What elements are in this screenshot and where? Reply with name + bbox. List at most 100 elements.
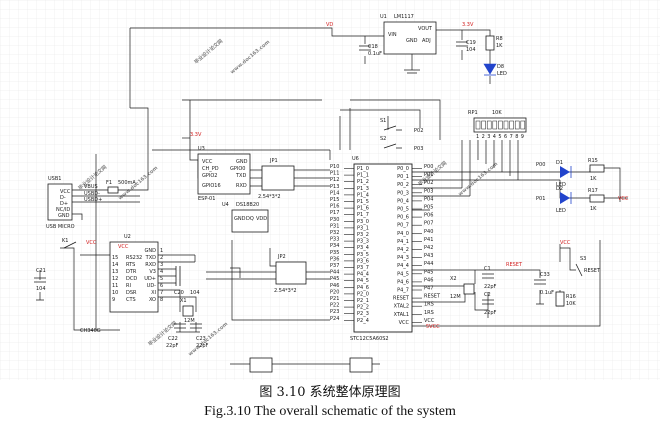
ch340-pin-label: RTS (126, 262, 135, 268)
mcu-pin-label: P0_7 (397, 223, 409, 229)
k1-vcc-label: VCC (86, 240, 97, 246)
s1-net: P02 (414, 128, 423, 134)
mcu-pin-label: P1_4 (357, 192, 369, 198)
mcu-pin-label: P4_1 (397, 239, 409, 245)
mcu-pin-net: P44 (330, 270, 339, 276)
usb-pin-dplus: D+ (60, 201, 68, 207)
rp1-pin-number: 1 (476, 134, 479, 140)
mcu-pin-label: P4_6 (357, 285, 369, 291)
s3-ref: S3 (580, 256, 586, 262)
mcu-ref: U6 (352, 156, 359, 162)
x1-value: 12M (184, 318, 195, 324)
c20-ref: C20 (174, 290, 184, 296)
mcu-pin-label: RESET (393, 296, 410, 302)
ch340-pin-number: 6 (160, 283, 163, 289)
mcu-pin-label: P2_1 (357, 298, 369, 304)
mcu-pin-net: P07 (424, 221, 433, 227)
r16-value: 10K (566, 301, 576, 307)
mcu-pin-net: P03 (424, 188, 433, 194)
ch340-name: CH340G (80, 328, 101, 334)
wifi-pin-chpd: CH_PD (202, 166, 219, 172)
ch340-pin-number: 8 (160, 297, 163, 303)
c1-ref: C1 (484, 266, 491, 272)
wifi-pin-rxd: RXD (236, 183, 247, 189)
ch340-pin-number: 4 (160, 269, 163, 275)
ds18b20-name: DS18B20 (236, 202, 259, 208)
ds18b20-pin-dq: DQ (246, 216, 254, 222)
usb-net-vbus: VBUS (84, 184, 98, 190)
r15-value: 1K (590, 176, 597, 182)
mcu-pin-net: P43 (424, 253, 433, 259)
regulator-name: LM1117 (394, 14, 414, 20)
mcu-pin-net: P44 (424, 261, 433, 267)
c2-ref: C2 (484, 292, 491, 298)
rp1-cell (475, 120, 481, 130)
capacitor-c21: C21 104 (34, 268, 46, 292)
system-schematic: U1 LM1117 VIN VOUT GND ADJ VD 3.3V C18 0… (0, 0, 660, 380)
mcu-pin-net: 1RS (424, 310, 434, 316)
d1-net: P00 (536, 162, 545, 168)
mcu-pin-label: P0_1 (397, 174, 409, 180)
mcu-pin-net: P14 (330, 190, 339, 196)
c22-ref: C22 (168, 336, 178, 342)
ds18b20-pin-vdd: VDD (256, 216, 267, 222)
ref-b-net: 5VCC (426, 324, 440, 330)
mcu-pin-net: P05 (424, 205, 433, 211)
mcu-pin-label: P2_4 (357, 318, 369, 324)
mcu-pin-label: P3_3 (357, 239, 369, 245)
x1-ref: X1 (180, 298, 187, 304)
rp1-value: 10K (492, 110, 502, 116)
regulator-ref: U1 (380, 14, 387, 20)
ch340-pin-label: DCD (126, 276, 137, 282)
ch340-pin-number: 3 (160, 262, 163, 268)
mcu-pin-label: P0_3 (397, 190, 409, 196)
r8-ref: R8 (496, 36, 503, 42)
wifi-pin-gnd: GND (236, 159, 248, 165)
rp1-pin-number: 6 (504, 134, 507, 140)
r17-ref: R17 (588, 188, 598, 194)
mcu-pin-net: P36 (330, 256, 339, 262)
mcu-pin-label: P4_5 (397, 271, 409, 277)
mcu-pin-label: P1_7 (357, 212, 369, 218)
ch340-pin-label: XO (149, 297, 156, 303)
led-d1: D1 LED P00 (536, 160, 572, 188)
usb-net-dminus: USBD- (84, 191, 100, 197)
header-jp2: JP2 2.54*3*2 (274, 254, 307, 294)
rp1-cell (481, 120, 486, 130)
rp1-cell (509, 120, 514, 130)
mcu-pin-label: P0_4 (397, 198, 409, 204)
mcu-pin-net: P22 (330, 303, 339, 309)
mcu-pin-label: P4_3 (397, 255, 409, 261)
capacitor-c22: C22 22pF (166, 323, 186, 349)
ch340-pin-number: 9 (112, 297, 115, 303)
usb-pin-dminus: D- (60, 195, 66, 201)
c21-ref: C21 (36, 268, 46, 274)
caption-english: Fig.3.10 The overall schematic of the sy… (204, 404, 456, 419)
mcu-pin-net: P17 (330, 210, 339, 216)
mcu-pin-label: P3_5 (357, 252, 369, 258)
header-jp1: JP1 2.54*3*2 (258, 158, 295, 200)
wifi-ref: U3 (198, 146, 205, 152)
mcu-pin-net: P11 (330, 171, 339, 177)
sensor-ds18b20: U4 DS18B20 GND DQ VDD (222, 202, 269, 233)
led-d2: D2 LED P01 (536, 186, 572, 214)
mcu-pin-net: P32 (330, 230, 339, 236)
mcu-pin-label: XTAL2 (394, 304, 409, 310)
mcu-pin-label: P4_7 (397, 288, 409, 294)
usb-pin-gnd: GND (58, 213, 70, 219)
mcu-pin-label: P0_6 (397, 215, 409, 221)
ch340-pin-label: DSR (126, 290, 137, 296)
mcu-left-pins: P1_0P10P1_1P11P1_2P12P1_3P13P1_4P14P1_5P… (330, 164, 369, 324)
mcu-pin-label: P4_0 (397, 231, 409, 237)
d1-name: LED (556, 182, 566, 188)
mcu-pin-net: P46 (424, 277, 433, 283)
ch340-pin-label: GND (145, 248, 157, 254)
s2-ref: S2 (380, 136, 386, 142)
capacitor-c20: C20 104 (174, 266, 200, 296)
mcu-pin-net: P37 (330, 263, 339, 269)
wifi-module-esp01: U3 VCC CH_PD GPIO2 GPIO16 GND GPIO0 TXD … (197, 146, 251, 202)
mcu-pin-net: P47 (424, 286, 433, 292)
c23-ref: C23 (196, 336, 206, 342)
